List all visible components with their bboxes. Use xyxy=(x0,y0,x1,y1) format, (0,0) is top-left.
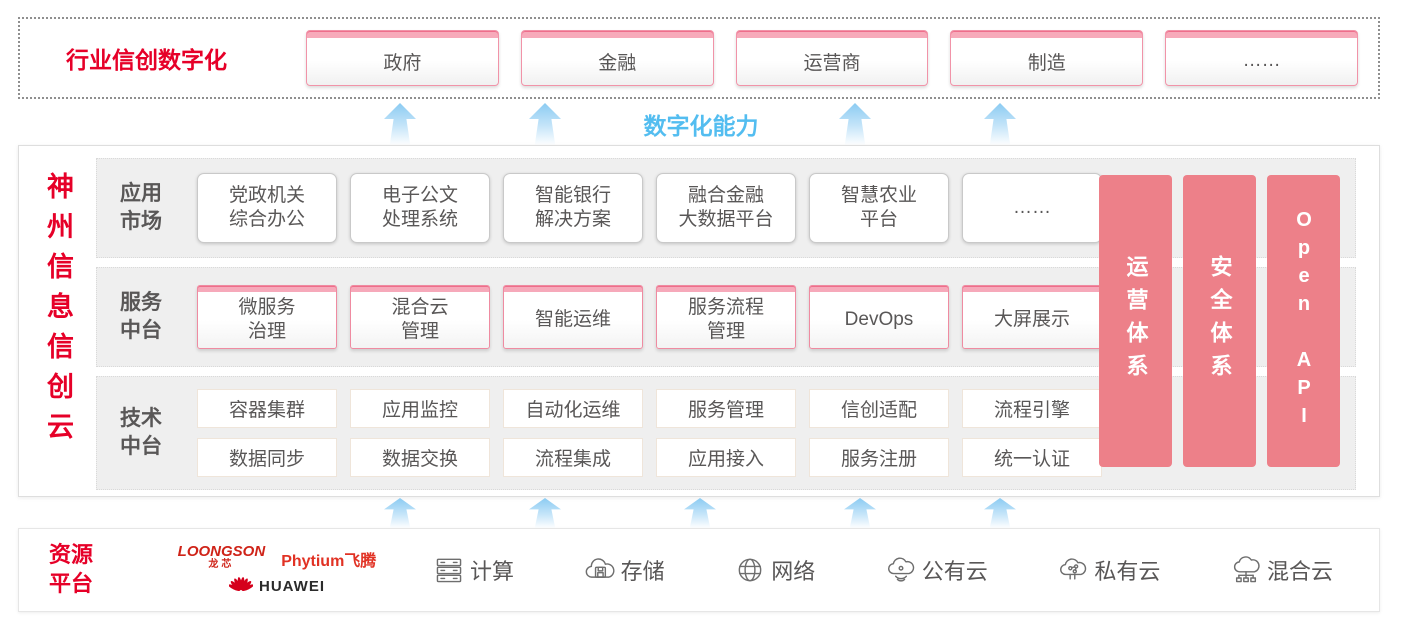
resource-item-public-cloud: 公有云 xyxy=(885,554,988,586)
resource-item-network: 网络 xyxy=(734,554,815,586)
resource-platform-band: 资源 平台 LOONGSON 龙芯 Phytium飞腾 xyxy=(18,528,1380,612)
resource-label: 公有云 xyxy=(921,559,988,584)
capability-label: 数字化能力 xyxy=(643,113,759,139)
up-arrow-icon xyxy=(984,498,1016,528)
tech-box: 应用接入 xyxy=(656,438,796,477)
tech-row-bottom: 数据同步 数据交换 流程集成 应用接入 服务注册 统一认证 xyxy=(197,438,1102,477)
service-box: 大屏展示 xyxy=(962,285,1102,349)
cloud-platform-container: 神州信息信创云 应用 市场 党政机关 综合办公 电子公文 处理系统 智能银行 解… xyxy=(18,145,1380,497)
tech-box: 服务注册 xyxy=(809,438,949,477)
network-icon xyxy=(738,558,762,582)
huawei-logo: HUAWEI xyxy=(157,576,397,596)
tech-platform-label: 技术 中台 xyxy=(120,406,162,458)
resource-label: 计算 xyxy=(470,559,515,584)
vendor-logos: LOONGSON 龙芯 Phytium飞腾 xyxy=(157,544,397,596)
service-box: 混合云 管理 xyxy=(350,285,490,349)
up-arrow-icon xyxy=(839,103,871,145)
tech-box: 流程引擎 xyxy=(962,389,1102,428)
resource-item-storage: 存储 xyxy=(584,554,665,586)
vendor-row: LOONGSON 龙芯 Phytium飞腾 xyxy=(157,544,397,571)
up-arrow-icon xyxy=(844,498,876,528)
public-cloud-icon xyxy=(887,557,914,582)
industry-box-manufacturing: 制造 xyxy=(950,30,1144,86)
tech-box: 服务管理 xyxy=(656,389,796,428)
industry-boxes: 政府 金融 运营商 制造 …… xyxy=(306,30,1358,86)
up-arrow-icon xyxy=(384,498,416,528)
up-arrow-icon xyxy=(384,103,416,145)
tech-box: 统一认证 xyxy=(962,438,1102,477)
up-arrow-icon xyxy=(529,498,561,528)
huawei-wordmark: HUAWEI xyxy=(259,577,325,595)
phytium-logo: Phytium飞腾 xyxy=(281,553,377,570)
tech-box: 容器集群 xyxy=(197,389,337,428)
compute-icon xyxy=(436,558,462,583)
service-box: DevOps xyxy=(809,285,949,349)
loongson-chinese: 龙芯 xyxy=(208,559,235,570)
loongson-logo: LOONGSON 龙芯 xyxy=(178,544,266,570)
resource-label: 混合云 xyxy=(1266,559,1333,584)
tech-platform-row: 技术 中台 容器集群 应用监控 自动化运维 服务管理 信创适配 流程引擎 数据同… xyxy=(96,376,1356,490)
up-arrow-icon xyxy=(984,103,1016,145)
industry-box-more: …… xyxy=(1165,30,1358,86)
tech-box: 数据同步 xyxy=(197,438,337,477)
up-arrow-icon xyxy=(684,498,716,528)
pillar-operation-system: 运营体系 xyxy=(1099,175,1172,467)
resource-item-compute: 计算 xyxy=(433,554,514,586)
resource-label: 存储 xyxy=(620,559,665,584)
service-box: 服务流程 管理 xyxy=(656,285,796,349)
app-market-items: 党政机关 综合办公 电子公文 处理系统 智能银行 解决方案 融合金融 大数据平台… xyxy=(197,173,1102,243)
storage-icon xyxy=(585,558,615,578)
service-platform-label: 服务 中台 xyxy=(120,290,162,342)
industry-box-finance: 金融 xyxy=(520,30,714,86)
cloud-platform-title: 神州信息信创云 xyxy=(43,172,73,452)
loongson-wordmark: LOONGSON xyxy=(177,543,266,560)
platform-rows: 应用 市场 党政机关 综合办公 电子公文 处理系统 智能银行 解决方案 融合金融… xyxy=(96,158,1356,490)
tech-box: 流程集成 xyxy=(503,438,643,477)
resource-label: 网络 xyxy=(771,559,816,584)
app-box: 党政机关 综合办公 xyxy=(197,173,337,243)
capability-strip: 数字化能力 xyxy=(0,100,1402,145)
resource-platform-title: 资源 平台 xyxy=(49,542,94,596)
tech-box: 自动化运维 xyxy=(503,389,643,428)
app-box: 智能银行 解决方案 xyxy=(503,173,643,243)
app-market-label: 应用 市场 xyxy=(120,181,162,233)
up-arrow-icon xyxy=(529,103,561,145)
huawei-flower-icon xyxy=(229,577,253,592)
app-box: 电子公文 处理系统 xyxy=(350,173,490,243)
industry-box-government: 政府 xyxy=(306,30,499,86)
tech-box: 数据交换 xyxy=(350,438,490,477)
resource-items: 计算 存储 xyxy=(397,554,1379,586)
app-box: 智慧农业 平台 xyxy=(809,173,949,243)
pillar-open-api: Open API xyxy=(1267,175,1340,467)
tech-box: 信创适配 xyxy=(809,389,949,428)
industry-digitalization-band: 行业信创数字化 政府 金融 运营商 制造 …… xyxy=(18,17,1380,99)
tech-row-top: 容器集群 应用监控 自动化运维 服务管理 信创适配 流程引擎 xyxy=(197,389,1102,428)
app-box-more: …… xyxy=(962,173,1102,243)
pillar-security-system: 安全体系 xyxy=(1183,175,1256,467)
resource-item-hybrid-cloud: 混合云 xyxy=(1230,554,1333,586)
tech-platform-items: 容器集群 应用监控 自动化运维 服务管理 信创适配 流程引擎 数据同步 数据交换… xyxy=(197,389,1102,477)
service-platform-items: 微服务 治理 混合云 管理 智能运维 服务流程 管理 DevOps 大屏展示 xyxy=(197,285,1102,349)
hybrid-cloud-icon xyxy=(1233,556,1260,583)
service-box: 微服务 治理 xyxy=(197,285,337,349)
industry-box-operator: 运营商 xyxy=(735,30,929,86)
resource-label: 私有云 xyxy=(1094,559,1161,584)
tech-box: 应用监控 xyxy=(350,389,490,428)
resource-arrows-strip xyxy=(0,497,1402,528)
service-box: 智能运维 xyxy=(503,285,643,349)
industry-band-title: 行业信创数字化 xyxy=(66,47,227,73)
resource-item-private-cloud: 私有云 xyxy=(1057,554,1160,586)
app-box: 融合金融 大数据平台 xyxy=(656,173,796,243)
private-cloud-icon xyxy=(1060,558,1087,580)
